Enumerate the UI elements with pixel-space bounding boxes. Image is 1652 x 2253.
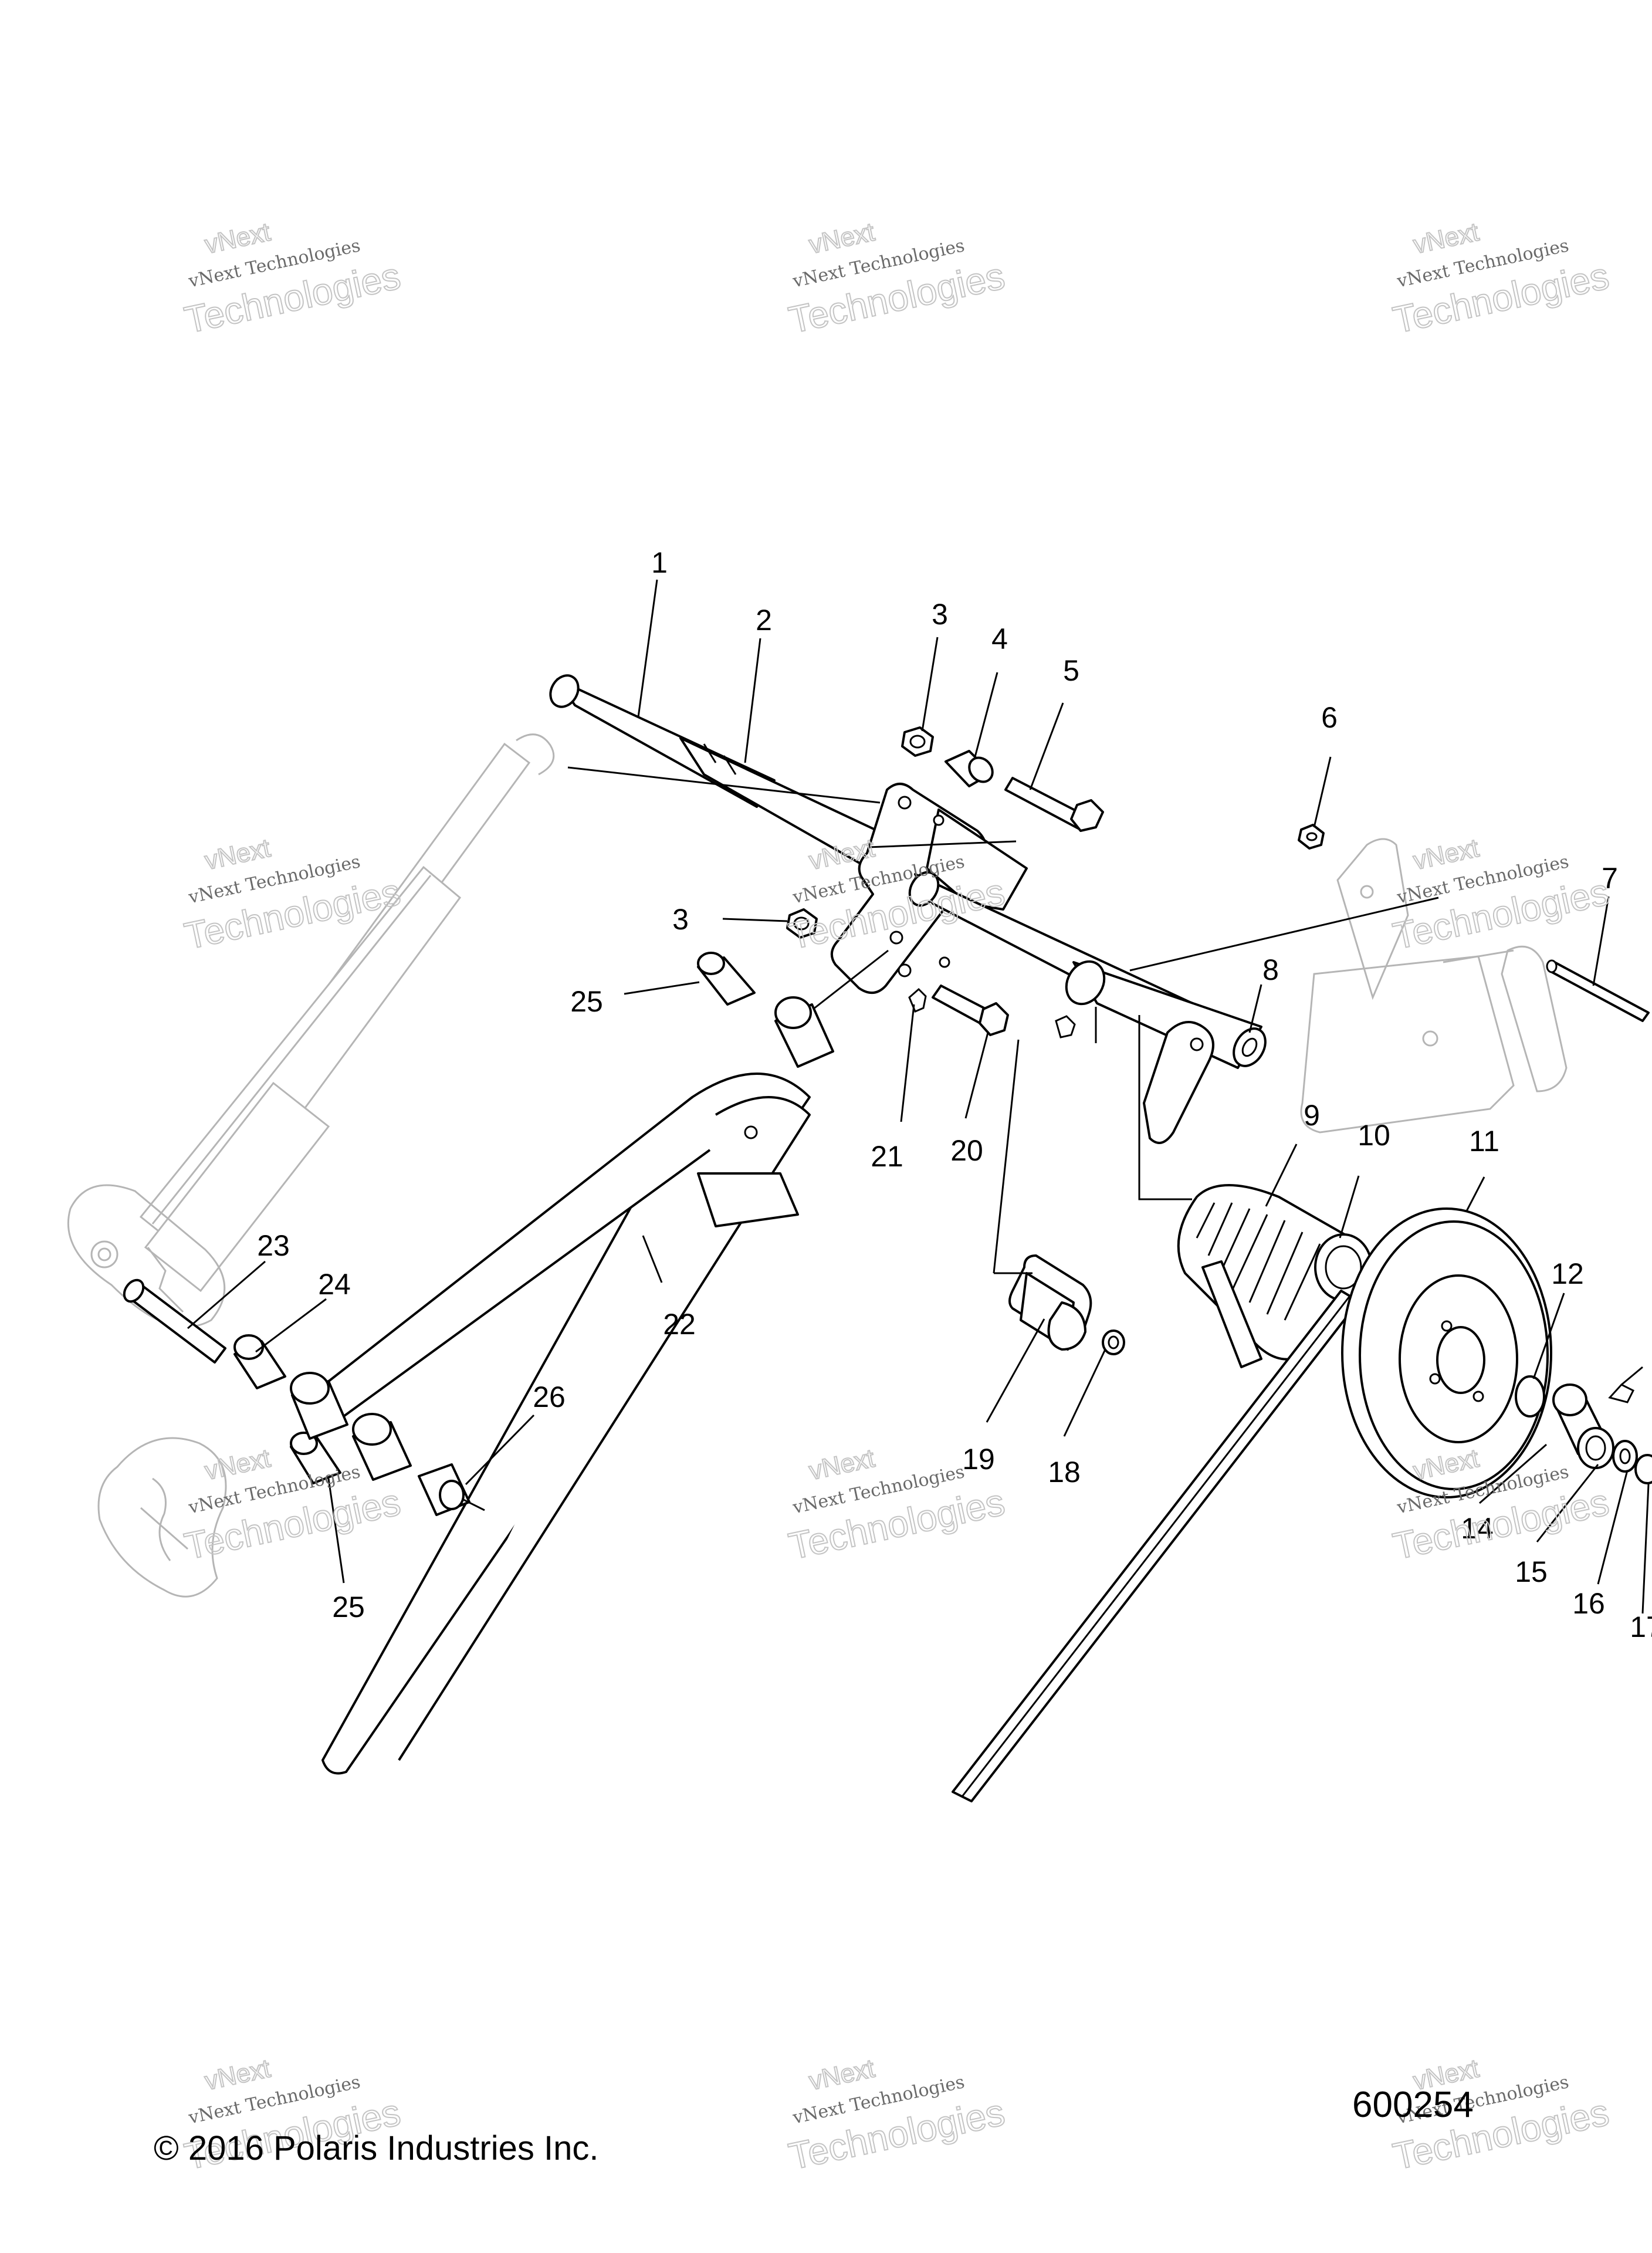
callout-4: 4: [991, 623, 1008, 655]
callout-17: 17: [1630, 1611, 1652, 1643]
svg-text:vNext: vNext: [202, 2054, 273, 2096]
callout-25-top: 25: [570, 985, 603, 1018]
svg-text:vNext: vNext: [807, 1444, 877, 1486]
callout-22: 22: [663, 1308, 696, 1341]
watermark-8: vNext vNext Technologies Technologies: [784, 1443, 1008, 1568]
svg-text:vNext: vNext: [202, 834, 273, 875]
callout-19: 19: [962, 1443, 995, 1476]
callout-24: 24: [318, 1268, 351, 1301]
fasteners: [786, 726, 1325, 1038]
svg-text:vNext: vNext: [1411, 218, 1481, 259]
copyright-notice: © 2016 Polaris Industries Inc.: [154, 2129, 599, 2167]
leader-lines: [187, 579, 1650, 1614]
watermark-11: vNext vNext Technologies Technologies: [784, 2054, 1008, 2178]
svg-text:vNext: vNext: [807, 2054, 877, 2096]
callout-26: 26: [533, 1381, 566, 1413]
part-22-swing-arm: [300, 1073, 811, 1775]
svg-text:vNext: vNext: [202, 1444, 273, 1486]
callout-23: 23: [257, 1229, 290, 1262]
svg-text:vNext: vNext: [202, 218, 273, 259]
callout-3-top: 3: [932, 598, 948, 631]
part-19-18-block-washer: [1008, 1254, 1125, 1355]
part-8-cross-shaft: [908, 871, 1267, 1144]
watermark-6: vNext vNext Technologies Technologies: [1389, 833, 1613, 958]
watermark-1: vNext vNext Technologies Technologies: [180, 217, 404, 342]
part-7-rod: [1546, 959, 1650, 1022]
ghost-shock-absorber: [67, 733, 555, 1328]
part-11-idler-wheel: [1341, 1207, 1552, 1498]
callout-5: 5: [1063, 654, 1079, 687]
watermarks: vNext vNext Technologies Technologies vN…: [180, 217, 1613, 2178]
callout-11: 11: [1469, 1125, 1499, 1158]
ghost-rear-bracket: [1300, 838, 1568, 1134]
callout-9: 9: [1304, 1099, 1320, 1132]
watermark-2: vNext vNext Technologies Technologies: [784, 217, 1008, 342]
callout-15: 15: [1515, 1555, 1548, 1588]
callout-16: 16: [1572, 1587, 1605, 1620]
callout-25-bottom: 25: [332, 1591, 365, 1623]
callout-6: 6: [1321, 701, 1338, 734]
callout-1: 1: [651, 546, 668, 579]
ghost-fragment: [97, 1437, 227, 1598]
callout-7: 7: [1602, 862, 1618, 895]
callout-2: 2: [756, 604, 772, 637]
callout-numbers: 1 2 3 4 5 6 7 8 3 25 21 20 9 10 11 12 22…: [257, 546, 1652, 1643]
part-9-10-torsion-spring: [952, 1184, 1373, 1802]
diagram-part-number: 600254: [1352, 2085, 1474, 2125]
callout-21: 21: [871, 1140, 903, 1173]
watermark-3: vNext vNext Technologies Technologies: [1389, 217, 1613, 342]
callout-12: 12: [1551, 1257, 1584, 1290]
svg-text:vNext: vNext: [1411, 834, 1481, 875]
callout-10: 10: [1358, 1119, 1390, 1152]
callout-14: 14: [1461, 1512, 1494, 1545]
part-23-24-26-pins: [123, 1278, 485, 1516]
part-12-17-hub-stack: [1515, 1366, 1652, 1484]
callout-3-mid: 3: [672, 903, 689, 936]
callout-20: 20: [950, 1134, 983, 1167]
center-mount-plate: [831, 783, 1028, 994]
svg-text:vNext: vNext: [807, 218, 877, 259]
callout-18: 18: [1048, 1456, 1081, 1489]
part-25-bushings: [290, 952, 834, 1484]
callout-8: 8: [1262, 953, 1279, 986]
